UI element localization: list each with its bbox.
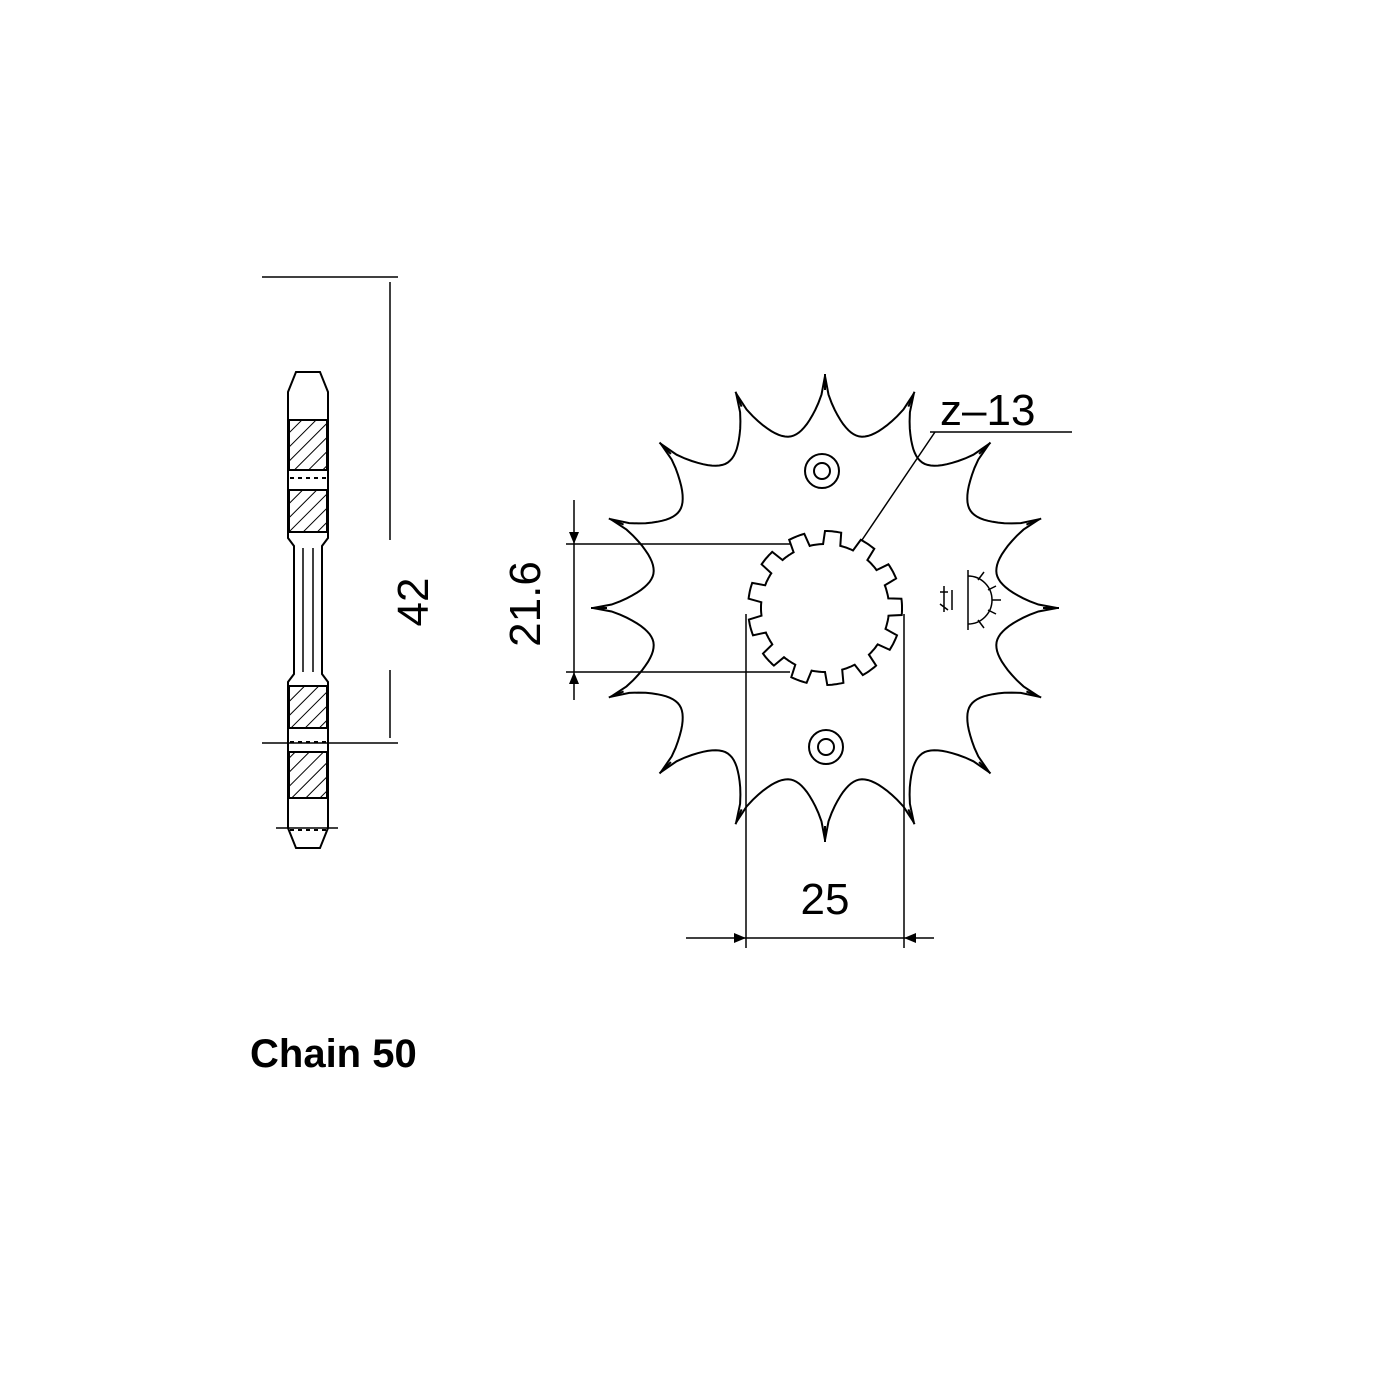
tooth-tip	[608, 690, 624, 699]
tooth-tip	[907, 809, 916, 825]
front-view: z–13 21.6 25	[501, 374, 1072, 948]
teeth-count-label: z–13	[940, 386, 1035, 435]
tooth-tip	[658, 761, 672, 775]
tooth-tip	[907, 391, 916, 407]
teeth-count-leader	[861, 431, 936, 541]
tooth-tip	[978, 761, 992, 775]
tooth-tip	[608, 517, 624, 526]
tooth-tip	[658, 441, 672, 455]
tooth-tips	[591, 374, 1059, 842]
manufacturer-sun-icon	[939, 570, 1001, 630]
tooth-tip	[1026, 690, 1042, 699]
tooth-tip	[1026, 517, 1042, 526]
side-view-section-hatching	[288, 419, 328, 799]
dimension-label-42: 42	[389, 578, 438, 627]
mounting-hole-bottom	[808, 729, 844, 765]
dimension-label-25: 25	[801, 875, 850, 924]
spline-bore	[747, 530, 903, 687]
dimension-label-21-6: 21.6	[501, 561, 550, 647]
side-view: 42	[262, 276, 438, 849]
tooth-tip	[978, 441, 992, 455]
mounting-hole-top	[804, 453, 840, 489]
tooth-tip	[734, 391, 743, 407]
tooth-tip	[734, 809, 743, 825]
chain-size-caption: Chain 50	[250, 1032, 417, 1076]
